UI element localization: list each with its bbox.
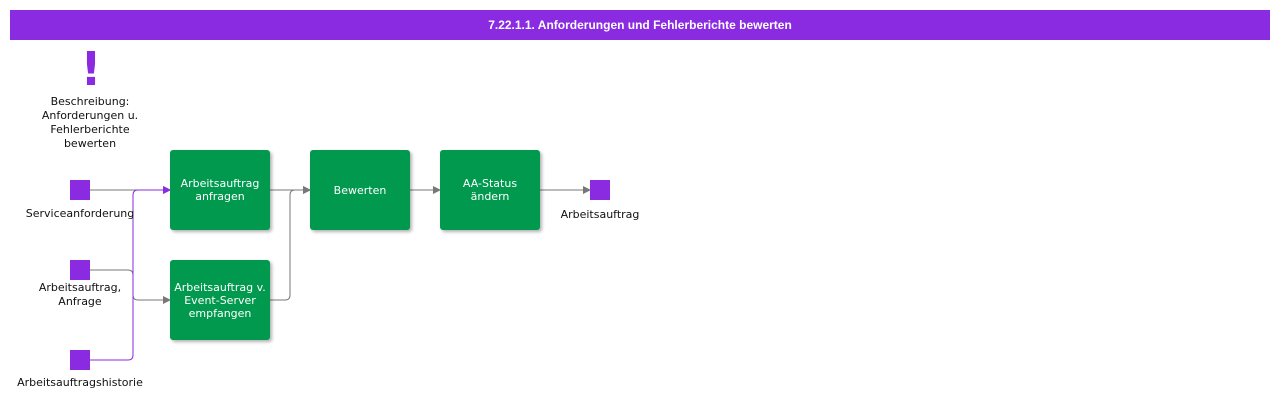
output-arbeitsauftrag-node[interactable] bbox=[590, 180, 610, 200]
connector-empfangen-bewerten bbox=[270, 186, 311, 301]
description-label: Beschreibung: Anforderungen u. Fehlerber… bbox=[41, 95, 139, 150]
input-serviceanforderung-label: Serviceanforderung bbox=[25, 207, 135, 220]
activity-event-server-empfangen[interactable]: Arbeitsauftrag v. Event-Server empfangen bbox=[170, 260, 270, 340]
diagram-title: 7.22.1.1. Anforderungen und Fehlerberich… bbox=[10, 10, 1270, 40]
activity-arbeitsauftrag-anfragen[interactable]: Arbeitsauftrag anfragen bbox=[170, 150, 270, 230]
activity-bewerten[interactable]: Bewerten bbox=[310, 150, 410, 230]
input-arbeitsauftragshistorie-label: Arbeitsauftragshistorie bbox=[17, 376, 143, 389]
output-arbeitsauftrag-label: Arbeitsauftrag bbox=[560, 208, 640, 221]
input-arbeitsauftragshistorie-node[interactable] bbox=[70, 350, 90, 370]
connector-historie-anfragen bbox=[90, 186, 171, 361]
activity-aa-status-aendern[interactable]: AA-Status ändern bbox=[440, 150, 540, 230]
exclamation-icon: ! bbox=[80, 42, 102, 96]
input-arbeitsauftrag-anfrage-label: Arbeitsauftrag, Anfrage bbox=[38, 281, 122, 308]
input-serviceanforderung-node[interactable] bbox=[70, 180, 90, 200]
input-arbeitsauftrag-anfrage-node[interactable] bbox=[70, 260, 90, 280]
